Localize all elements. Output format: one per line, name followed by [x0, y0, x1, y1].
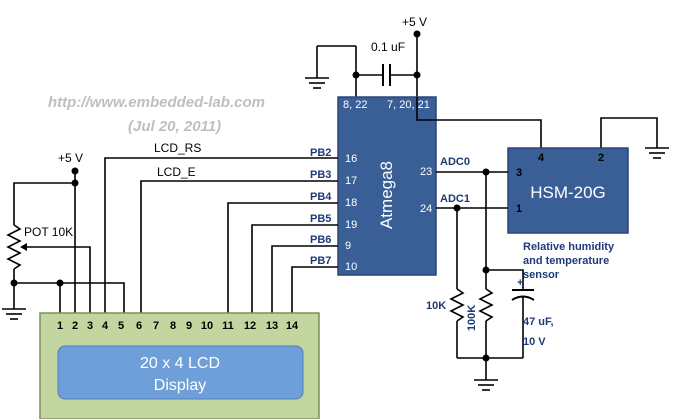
sensor-caption-line3: sensor — [523, 269, 560, 281]
mcu-pin-num-23: 23 — [420, 166, 432, 178]
ground-symbol-sensor — [645, 147, 669, 159]
decoupling-capacitor — [356, 64, 417, 86]
port-adc0: ADC0 — [440, 156, 470, 168]
ground-symbol-top — [305, 77, 329, 89]
adc0-net — [436, 168, 524, 289]
decoupling-cap-label: 0.1 uF — [371, 40, 405, 54]
mcu-power-pins-left: 8, 22 — [343, 99, 367, 111]
signal-lcd-e: LCD_E — [157, 165, 196, 179]
vcc-top-label: +5 V — [402, 15, 427, 29]
mcu-pin-num-18: 18 — [345, 197, 357, 209]
lcd-pin-11: 11 — [222, 320, 234, 332]
sensor-power-net — [416, 97, 658, 148]
hsm20g-sensor — [507, 147, 629, 234]
ground-symbol-left — [2, 308, 26, 320]
lcd-pin-2: 2 — [72, 320, 78, 332]
lcd-screen — [57, 345, 304, 400]
port-pb3: PB3 — [310, 169, 331, 181]
lcd-pin-5: 5 — [118, 320, 124, 332]
resistor-10k-label: 10K — [426, 300, 446, 312]
lcd-pin-12: 12 — [244, 320, 256, 332]
filter-cap-value: 47 uF, — [523, 316, 554, 328]
watermark-date: (Jul 20, 2011) — [128, 118, 221, 135]
vcc-left-net — [13, 167, 79, 313]
mcu-power-pins-right: 7, 20, 21 — [387, 99, 430, 111]
lcd-pin-row: 1 2 3 4 5 6 7 8 9 10 11 12 13 14 — [57, 320, 299, 332]
lcd-pin-14: 14 — [286, 320, 299, 332]
sensor-caption-line1: Relative humidity — [523, 241, 615, 253]
pot-label: POT 10K — [24, 225, 73, 239]
sensor-pin-4: 4 — [538, 152, 545, 164]
lcd-pin-10: 10 — [201, 320, 213, 332]
mcu-ground-net — [316, 45, 360, 97]
lcd-pin-1: 1 — [57, 320, 63, 332]
adc1-net — [436, 204, 508, 289]
mcu-pin-num-19: 19 — [345, 219, 357, 231]
lcd-pin-6: 6 — [136, 320, 142, 332]
lcd-pin-3: 3 — [87, 320, 93, 332]
mcu-pin-num-9: 9 — [345, 240, 351, 252]
port-pb7: PB7 — [310, 255, 331, 267]
watermark-url: http://www.embedded-lab.com — [48, 94, 265, 111]
mcu-pin-num-10: 10 — [345, 261, 357, 273]
atmega8-chip — [337, 96, 437, 276]
port-pb2: PB2 — [310, 147, 331, 159]
sensor-caption-line2: and temperature — [523, 255, 609, 267]
sensor-pin-3: 3 — [516, 167, 522, 179]
resistor-100k-label: 100K — [466, 305, 478, 331]
port-adc1: ADC1 — [440, 193, 470, 205]
port-pb6: PB6 — [310, 234, 331, 246]
lcd-pin-13: 13 — [266, 320, 278, 332]
lcd-pin-8: 8 — [170, 320, 176, 332]
potentiometer-resistor — [6, 224, 91, 313]
vcc-left-label: +5 V — [58, 151, 83, 165]
filter-cap-voltage: 10 V — [523, 336, 546, 348]
mcu-pin-num-24: 24 — [420, 203, 432, 215]
port-pb5: PB5 — [310, 213, 331, 225]
resistor-100k — [478, 288, 494, 380]
lcd-data-wires — [104, 157, 338, 313]
signal-lcd-rs: LCD_RS — [154, 141, 201, 155]
sensor-name: HSM-20G — [530, 183, 606, 202]
port-pb4: PB4 — [310, 191, 332, 203]
lcd-ground-net — [10, 279, 125, 313]
mcu-pin-num-17: 17 — [345, 175, 357, 187]
bottom-ground-net — [457, 354, 523, 362]
lcd-pin-7: 7 — [153, 320, 159, 332]
lcd-pin-4: 4 — [102, 320, 109, 332]
mcu-pin-num-16: 16 — [345, 153, 357, 165]
lcd-pin-9: 9 — [186, 320, 192, 332]
mcu-name: Atmega8 — [377, 161, 396, 229]
vcc-top-node — [413, 30, 421, 97]
sensor-pin-1: 1 — [516, 203, 522, 215]
lcd-title-line1: 20 x 4 LCD — [140, 355, 220, 372]
ground-symbol-bottom — [474, 379, 498, 391]
filter-cap-polarity: + — [517, 277, 523, 289]
resistor-10k — [449, 288, 465, 358]
sensor-pin-2: 2 — [598, 152, 604, 164]
filter-capacitor — [511, 289, 535, 358]
lcd-title-line2: Display — [154, 377, 206, 394]
